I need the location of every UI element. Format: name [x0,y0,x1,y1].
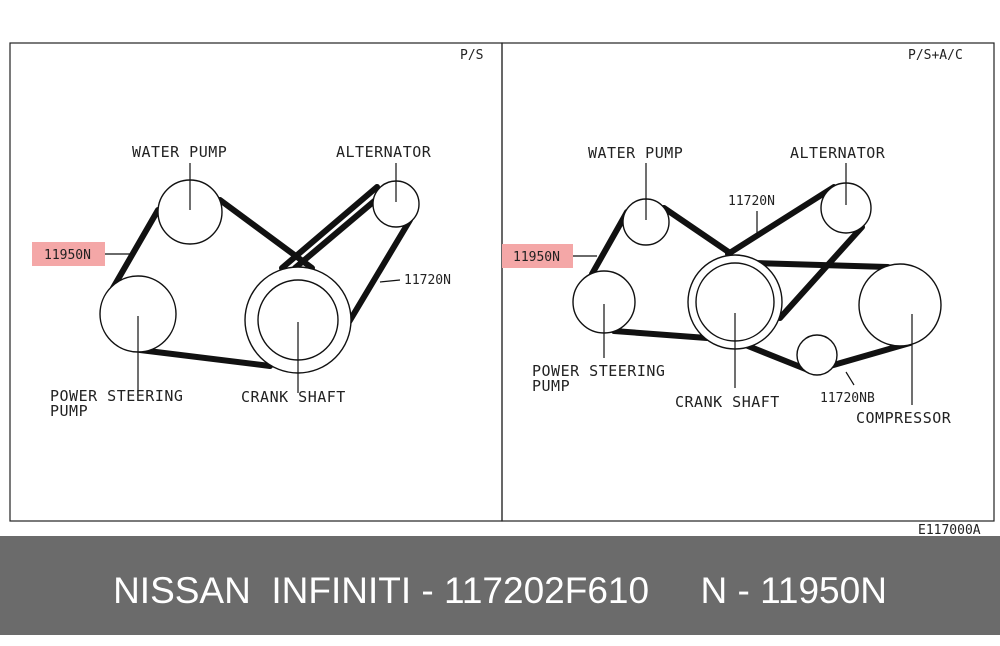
right-power-steering-label-line1: POWER STEERING [532,362,665,380]
right-water-pump-label: WATER PUMP [588,144,683,162]
left-alternator-label: ALTERNATOR [336,143,432,161]
right-belt-11950n [589,205,733,341]
left-belt-11720n-label: 11720N [404,273,451,288]
left-belt-11720n [279,184,413,335]
right-alternator-label: ALTERNATOR [790,144,886,162]
left-water-pump-label: WATER PUMP [132,143,227,161]
right-panel-frame [501,42,995,522]
right-compressor-label: COMPRESSOR [856,409,952,427]
right-part-highlight-box [502,244,573,268]
left-crank-shaft-label: CRANK SHAFT [241,388,346,406]
left-panel-tag: P/S [460,48,483,63]
left-part-highlight-box [32,242,105,266]
right-idler-pulley [796,334,838,376]
footer-bar: NISSAN INFINITI - 117202F610 N - 11950N [0,536,1000,635]
right-compressor-pulley [858,263,942,347]
right-power-steering-label-line2: PUMP [532,377,570,395]
left-power-steering-label-line2: PUMP [50,402,88,420]
right-panel-tag: P/S+A/C [908,48,963,63]
footer-part-caption: NISSAN INFINITI - 117202F610 N - 11950N [113,570,887,611]
figure-code: E117000A [918,523,981,536]
left-power-steering-label-line1: POWER STEERING [50,387,183,405]
belt-routing-diagram: P/S WATER PUMP ALTERNATOR 11950N 11720N … [9,42,995,536]
left-part-11950n-label: 11950N [44,248,91,263]
right-belt-11720n-label: 11720N [728,194,775,209]
right-part-11950n-label: 11950N [513,250,560,265]
right-belt-11720nb-label: 11720NB [820,391,875,406]
right-crank-shaft-label: CRANK SHAFT [675,393,780,411]
